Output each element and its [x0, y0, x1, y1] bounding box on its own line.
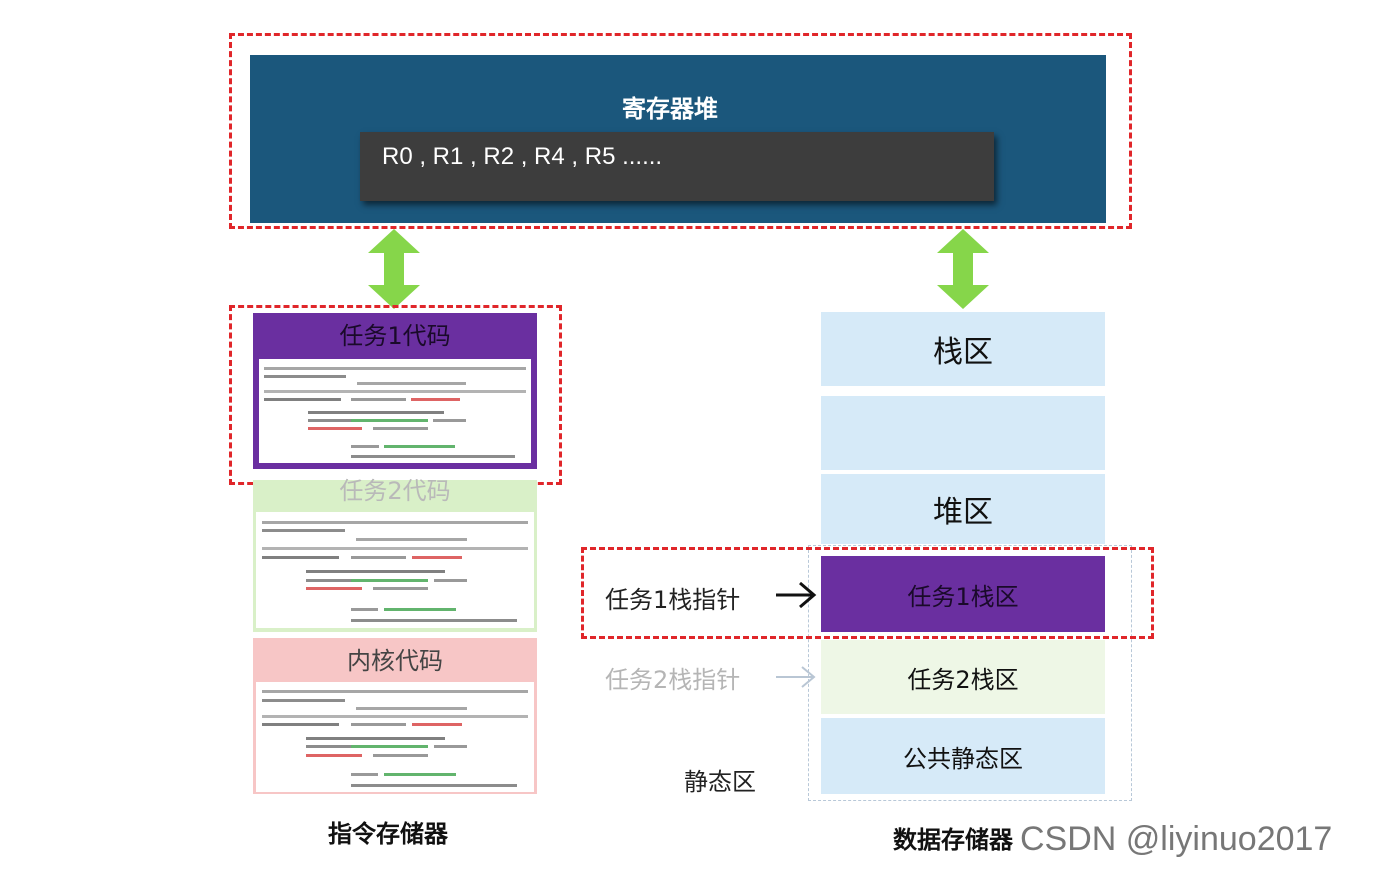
code-line	[350, 578, 429, 582]
code-line	[306, 753, 362, 757]
data-memory-label: 数据存储器	[893, 826, 1013, 854]
task2-stack-pointer-label: 任务2栈指针	[605, 666, 741, 694]
code-line	[433, 578, 468, 582]
code-line	[384, 444, 455, 448]
code-line	[356, 706, 468, 710]
free-area	[821, 396, 1105, 470]
register-file-title: 寄存器堆	[622, 95, 718, 123]
heap-area: 堆区	[821, 474, 1105, 544]
kernel-code-block: 内核代码	[253, 638, 537, 794]
code-line	[351, 398, 406, 401]
code-line	[411, 398, 461, 401]
static-area-label: 静态区	[684, 768, 756, 796]
code-line	[264, 374, 347, 378]
task1-code-highlight	[229, 305, 562, 485]
code-line	[373, 426, 428, 430]
task1-code-title: 任务1代码	[339, 322, 451, 350]
code-line	[350, 723, 407, 727]
code-line	[261, 546, 529, 550]
stack-area: 栈区	[821, 312, 1105, 386]
code-line	[351, 418, 428, 422]
task1-stack-pointer-label: 任务1栈指针	[605, 586, 741, 614]
code-line	[306, 587, 362, 591]
register-list: R0 , R1 , R2 , R4 , R5 ......	[360, 132, 994, 201]
code-line	[261, 690, 529, 694]
task1-stack-highlight	[581, 547, 1154, 639]
code-line	[306, 570, 446, 573]
code-line	[306, 745, 351, 749]
code-line	[383, 772, 457, 776]
right-double-arrow-icon	[937, 229, 989, 309]
code-line	[350, 772, 379, 776]
task2-stack-area: 任务2栈区	[821, 640, 1105, 714]
code-line	[350, 783, 518, 787]
code-line	[350, 745, 429, 749]
code-line	[433, 745, 468, 749]
code-line	[372, 753, 429, 757]
code-line	[307, 411, 444, 414]
code-line	[261, 715, 529, 718]
public-static-area: 公共静态区	[821, 718, 1105, 794]
code-line	[306, 737, 446, 740]
code-line	[350, 607, 379, 611]
code-line	[383, 607, 457, 611]
code-line	[307, 418, 352, 422]
left-double-arrow-icon	[368, 229, 420, 309]
code-line	[264, 390, 526, 394]
code-line	[411, 555, 462, 559]
task2-code-title: 任务2代码	[339, 477, 451, 505]
code-line	[350, 555, 407, 559]
code-line	[307, 426, 363, 430]
code-line	[261, 698, 345, 702]
code-line	[306, 578, 351, 582]
code-line	[356, 382, 466, 386]
code-line	[261, 520, 529, 524]
kernel-code-title: 内核代码	[347, 647, 443, 675]
task2-code-listing	[256, 512, 534, 628]
kernel-code-listing	[256, 682, 534, 792]
code-line	[433, 418, 466, 422]
code-line	[264, 398, 341, 401]
code-line	[356, 538, 468, 542]
register-file-highlight	[229, 33, 1132, 229]
code-line	[261, 529, 345, 533]
code-line	[261, 555, 340, 559]
task1-stack-area: 任务1栈区	[821, 556, 1105, 632]
code-line	[351, 455, 515, 459]
task2-code-block: 任务2代码	[253, 477, 537, 632]
code-line	[351, 444, 379, 448]
code-line	[350, 619, 518, 623]
watermark: CSDN @liyinuo2017	[1020, 820, 1333, 858]
code-line	[264, 366, 526, 370]
code-line	[411, 723, 462, 727]
register-file: 寄存器堆 R0 , R1 , R2 , R4 , R5 ......	[250, 55, 1106, 223]
code-line	[261, 723, 340, 727]
code-line	[372, 587, 429, 591]
task1-code-block: 任务1代码	[253, 313, 537, 469]
task1-code-listing	[259, 359, 531, 463]
task2-pointer-arrow-icon	[776, 666, 816, 688]
instruction-memory-label: 指令存储器	[328, 820, 448, 848]
task1-pointer-arrow-icon	[776, 581, 817, 609]
